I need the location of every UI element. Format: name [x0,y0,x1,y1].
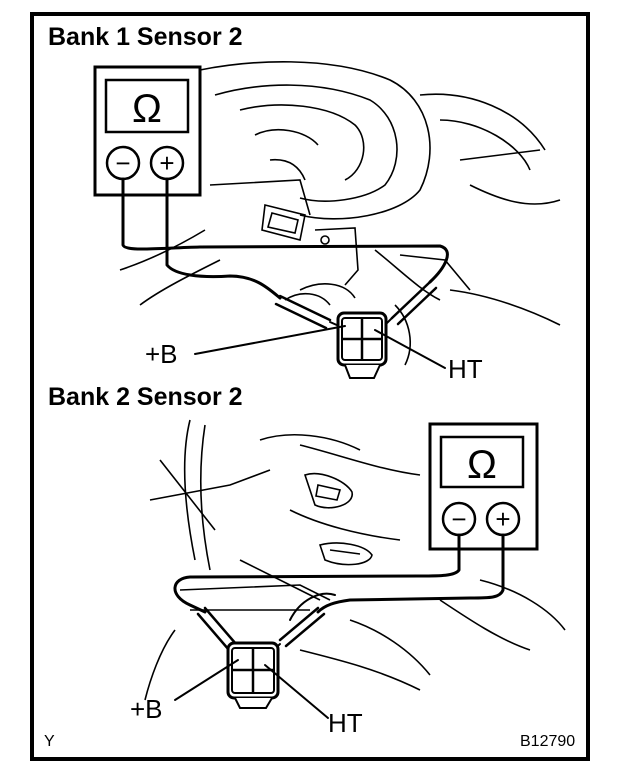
bank1-connector [336,311,388,379]
bank2-section: Bank 2 Sensor 2 Ω [48,383,566,738]
footer-left-code: Y [44,733,55,750]
bank2-title: Bank 2 Sensor 2 [48,383,243,411]
bank1-label-ht: HT [448,354,483,384]
bank1-section: Bank 1 Sensor 2 [48,23,561,384]
bank2-engine-sketch [144,419,566,701]
bank1-label-b: +B [145,339,178,369]
bank2-label-ht: HT [328,708,363,738]
bank2-minus-sign: − [451,504,466,534]
bank2-test-leads [173,533,505,657]
bank2-ohm-symbol: Ω [467,443,497,487]
bank1-plus-sign: + [159,148,174,178]
bank1-title: Bank 1 Sensor 2 [48,23,243,51]
bank1-test-leads [121,177,449,333]
bank1-ohmmeter: Ω − + [93,65,202,197]
bank2-ohmmeter: Ω − + [428,422,539,551]
bank1-ohm-symbol: Ω [132,87,162,131]
bank2-label-b: +B [130,694,163,724]
outer-border [30,12,590,761]
bank2-connector [226,641,280,709]
bank1-engine-sketch [119,61,561,366]
bank1-minus-sign: − [115,148,130,178]
bank2-plus-sign: + [495,504,510,534]
bank1-meter-display [104,78,190,134]
figure-id: B12790 [520,733,575,750]
bank2-meter-display [439,435,525,489]
